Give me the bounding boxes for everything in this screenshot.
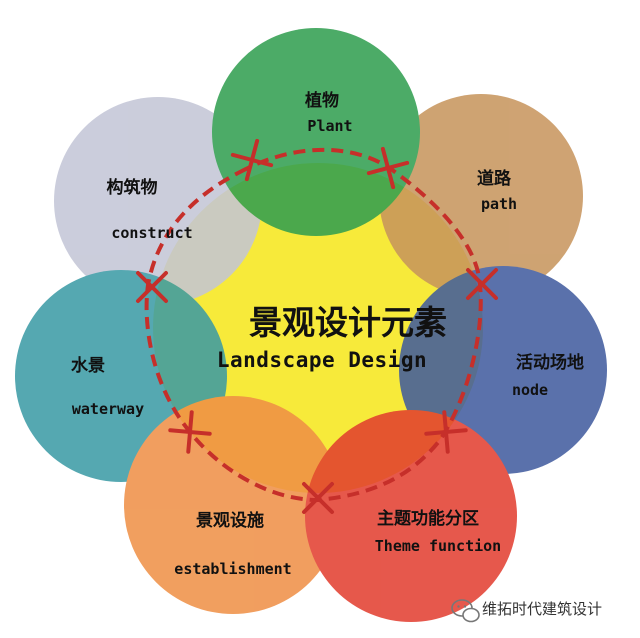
arrow-marker-establishment-waterway (168, 410, 212, 454)
label-path-cn: 道路 (477, 168, 512, 189)
label-construct-en: construct (111, 224, 192, 242)
label-node-en: node (512, 381, 548, 399)
label-path-en: path (481, 195, 517, 213)
element-circles (15, 28, 607, 622)
dashed-connection-loop (144, 147, 483, 503)
watermark: 维拓时代建筑设计 (451, 599, 602, 623)
label-theme-en: Theme function (375, 537, 501, 555)
label-waterway-cn: 水景 (71, 355, 105, 376)
arrow-markers (136, 138, 498, 514)
arrow-marker-theme-establishment (302, 482, 334, 514)
label-plant-cn: 植物 (305, 90, 339, 111)
label-plant-en: Plant (307, 117, 352, 135)
label-node-cn: 活动场地 (516, 352, 584, 373)
arrow-marker-path-node (466, 268, 498, 300)
circle-path (379, 94, 583, 298)
arrow-marker-plant-construct (230, 138, 274, 182)
circle-plant (212, 28, 420, 236)
label-establishment-cn: 景观设施 (196, 510, 264, 531)
center-title-cn: 景观设计元素 (249, 303, 447, 342)
watermark-text: 维拓时代建筑设计 (482, 600, 602, 618)
label-establishment-en: establishment (174, 560, 291, 578)
center-title-en: Landscape Design (217, 348, 427, 372)
arrow-marker-waterway-construct (136, 271, 168, 303)
circle-construct (54, 97, 262, 305)
label-construct-cn: 构筑物 (107, 177, 158, 198)
arrow-marker-plant-path (366, 146, 410, 190)
circle-establishment (124, 396, 342, 614)
arrow-marker-node-theme (424, 410, 468, 454)
circle-theme (305, 410, 517, 622)
wechat-icon (451, 599, 480, 623)
label-theme-cn: 主题功能分区 (377, 508, 479, 529)
label-waterway-en: waterway (72, 400, 144, 418)
